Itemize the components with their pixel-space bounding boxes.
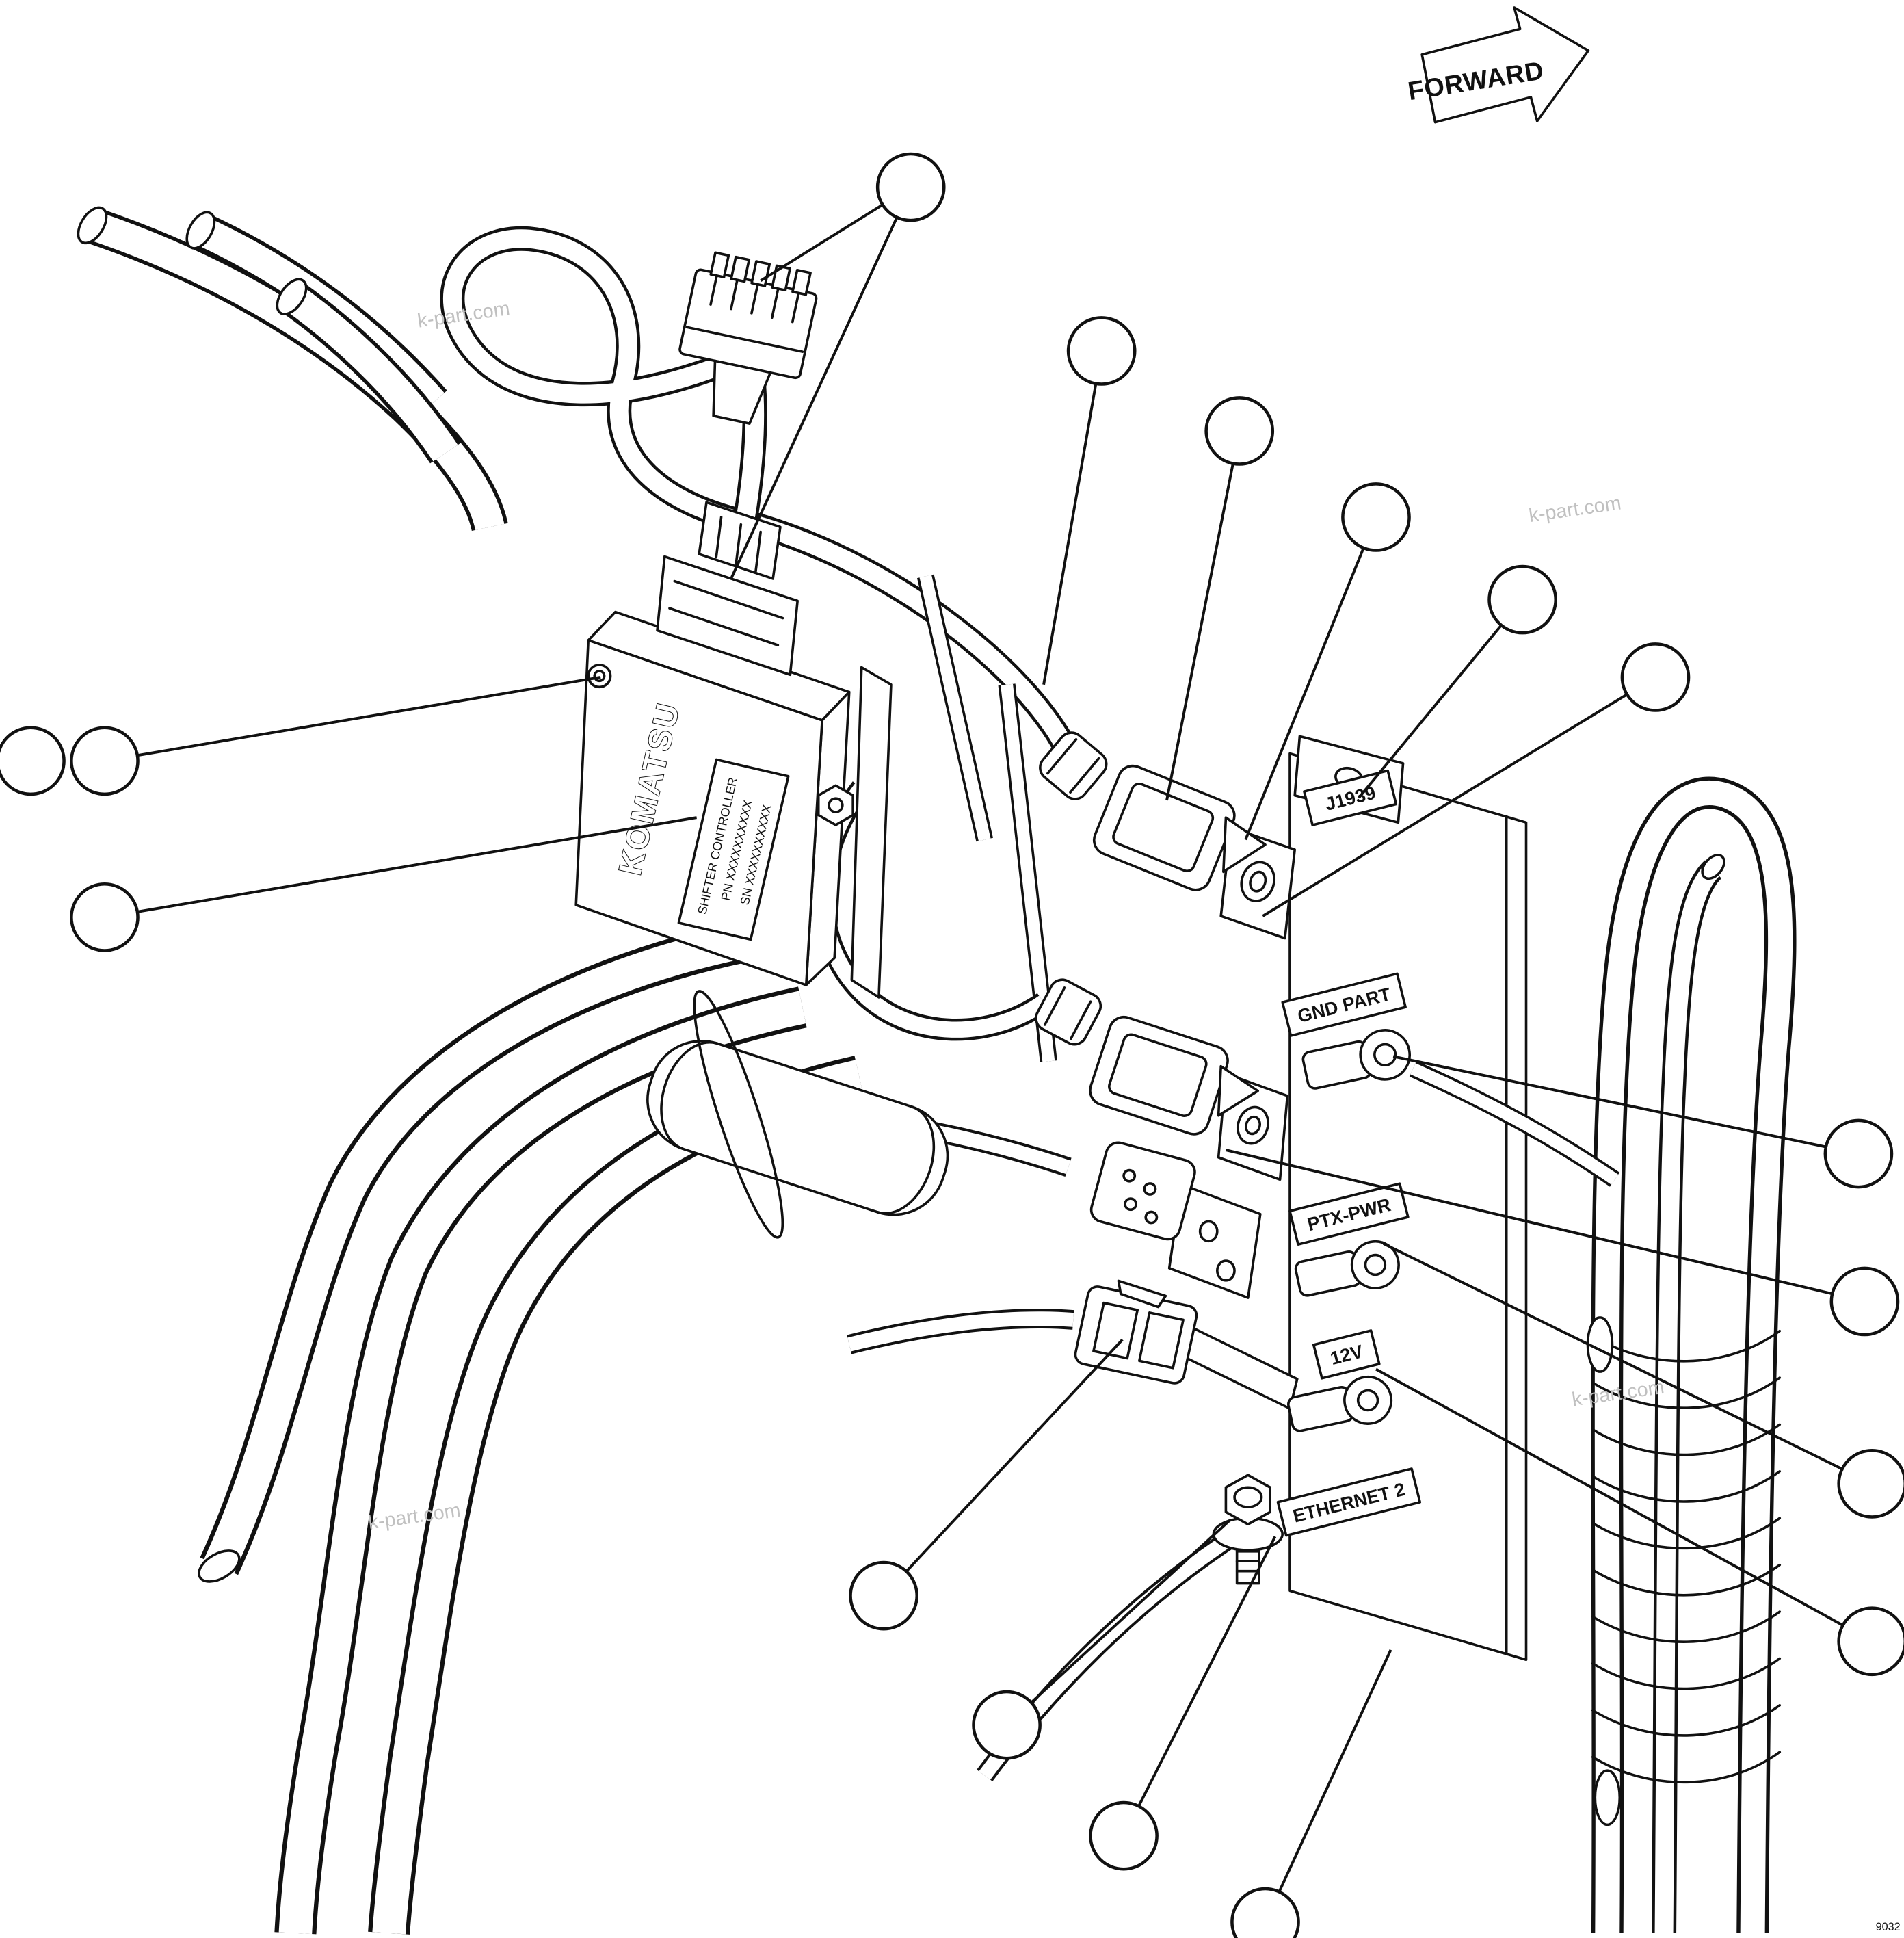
page-code: 9032 bbox=[1876, 1921, 1901, 1933]
connector-neck bbox=[712, 359, 772, 425]
callout-balloon bbox=[1620, 642, 1691, 712]
callout-balloon bbox=[1488, 564, 1557, 635]
callout-leader-lines bbox=[104, 185, 1873, 1923]
callout-balloon bbox=[70, 726, 140, 796]
controller-bracket bbox=[850, 666, 892, 999]
callout-balloon bbox=[1089, 1800, 1159, 1871]
callout-balloon bbox=[1230, 1887, 1300, 1938]
hose-end-cap bbox=[198, 1549, 241, 1583]
connector-latch bbox=[1217, 1064, 1260, 1117]
callout-balloon bbox=[1341, 482, 1411, 552]
callout-balloon bbox=[1204, 396, 1275, 466]
callout-balloon bbox=[972, 1690, 1042, 1760]
spiral-wrap bbox=[1591, 1329, 1782, 1784]
leader-line bbox=[1005, 1518, 1232, 1727]
callout-balloon bbox=[1066, 316, 1137, 386]
hose-end-cap bbox=[276, 278, 308, 315]
callout-balloons bbox=[0, 152, 1904, 1938]
leader-line bbox=[1262, 676, 1656, 917]
harness-connector-top bbox=[678, 251, 818, 425]
hose-end-cap bbox=[1701, 854, 1726, 880]
hose-end-cap bbox=[185, 211, 216, 250]
controller-unit: KOMATSU SHIFTER CONTROLLER PN XXXXXXXXXX… bbox=[574, 501, 892, 999]
ring-terminal-12v bbox=[1287, 1375, 1393, 1432]
callout-balloon bbox=[875, 152, 946, 222]
leader-line bbox=[1225, 1149, 1865, 1303]
leader-line bbox=[1042, 350, 1103, 685]
leader-line bbox=[1382, 1242, 1873, 1485]
callout-balloon bbox=[1823, 1118, 1894, 1189]
callout-balloon bbox=[0, 726, 66, 796]
tag-ptx-pwr: PTX-PWR bbox=[1288, 1182, 1410, 1246]
callout-balloon bbox=[1829, 1266, 1900, 1337]
terminal-strap bbox=[1178, 1323, 1299, 1410]
right-hose-assembly bbox=[1607, 793, 1780, 1933]
watermark: k-part.com bbox=[1527, 492, 1622, 527]
leader-line bbox=[1264, 1649, 1392, 1923]
hose-end-cap bbox=[77, 206, 108, 245]
forward-arrow: FORWARD bbox=[1406, 6, 1590, 124]
callout-balloon bbox=[1837, 1449, 1904, 1519]
leader-line bbox=[104, 816, 697, 919]
leader-line bbox=[730, 186, 912, 579]
hose-clamp bbox=[1594, 1769, 1622, 1826]
leader-line bbox=[1165, 430, 1241, 801]
callout-balloon bbox=[849, 1560, 918, 1631]
leader-line bbox=[882, 1338, 1124, 1597]
tag-12v: 12V bbox=[1312, 1329, 1381, 1380]
hose-bundle-bottom-left bbox=[198, 939, 859, 1933]
connector-latch bbox=[1222, 816, 1267, 874]
leader-line bbox=[1244, 516, 1377, 841]
protective-sleeve bbox=[646, 1039, 949, 1216]
connector-a3 bbox=[1089, 1141, 1262, 1299]
cable-tie bbox=[693, 990, 784, 1239]
leader-line bbox=[1375, 1367, 1873, 1642]
leader-line bbox=[1358, 599, 1524, 799]
connector-a1 bbox=[1039, 731, 1296, 940]
leader-line bbox=[104, 675, 601, 763]
hose-bundle-top-left bbox=[72, 206, 490, 527]
ring-terminal-gnd bbox=[1301, 1029, 1411, 1090]
two-hole-flange bbox=[1167, 1183, 1262, 1299]
leader-line bbox=[1392, 1055, 1859, 1155]
connector-a4 bbox=[1074, 1279, 1299, 1410]
ground-stud bbox=[1212, 1474, 1284, 1585]
connector-a2 bbox=[1035, 978, 1289, 1181]
callout-balloon bbox=[70, 882, 140, 952]
ring-terminal-ptx bbox=[1294, 1240, 1400, 1297]
leader-line bbox=[1122, 1536, 1277, 1837]
callout-balloon bbox=[1837, 1606, 1904, 1677]
